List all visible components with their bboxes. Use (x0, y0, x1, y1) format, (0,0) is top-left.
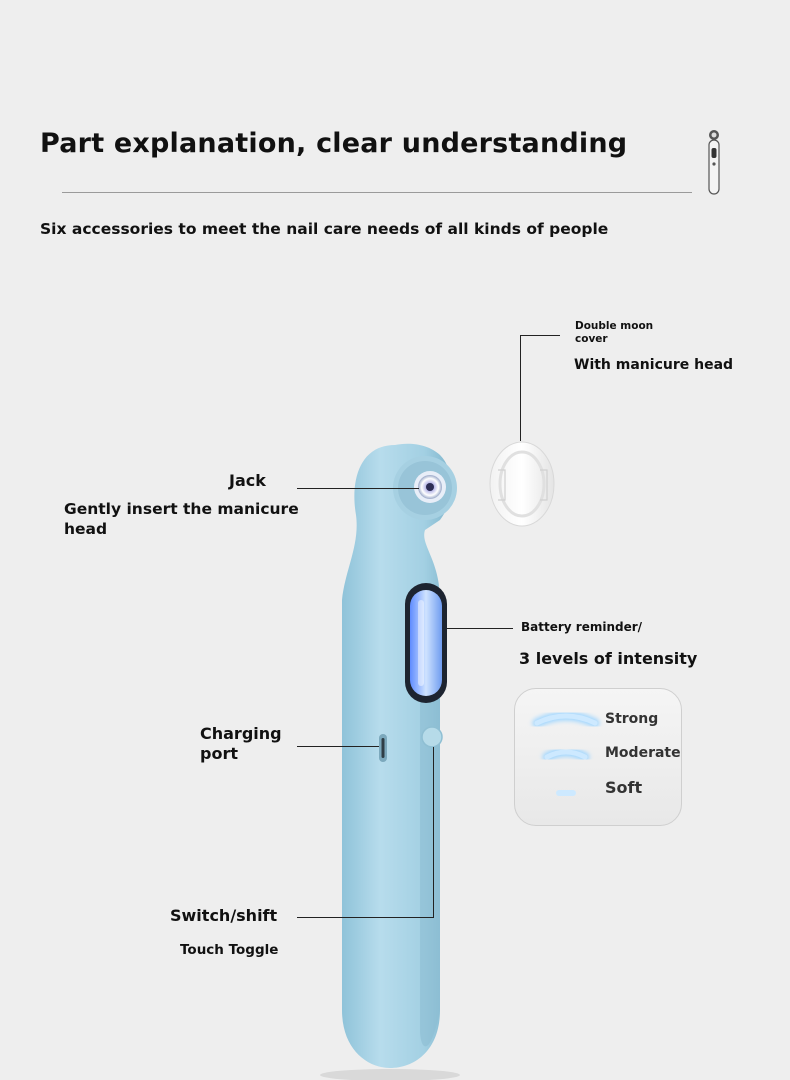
cover-desc: With manicure head (574, 357, 734, 373)
jack-title: Jack (229, 471, 266, 490)
intensity-label-moderate: Moderate (605, 745, 681, 761)
jack-desc: Gently insert the manicure head (64, 500, 299, 538)
page-subtitle: Six accessories to meet the nail care ne… (40, 220, 609, 238)
switch-leader-line-v (433, 747, 434, 918)
device-thumbnail-icon (708, 130, 720, 195)
switch-leader-line-h (297, 917, 434, 918)
switch-title: Switch/shift (170, 906, 278, 925)
double-moon-cover-illustration (489, 441, 555, 527)
battery-desc: 3 levels of intensity (519, 649, 698, 668)
battery-leader-line (447, 628, 513, 629)
switch-desc: Touch Toggle (180, 942, 279, 958)
cover-leader-line-v (520, 335, 521, 441)
cover-leader-line-h (520, 335, 560, 336)
charging-title: Charging port (200, 724, 282, 763)
intensity-legend: Strong Moderate Soft (514, 688, 682, 826)
moderate-indicator-icon (542, 747, 590, 762)
battery-title: Battery reminder/ (521, 620, 643, 634)
jack-leader-line (297, 488, 419, 489)
title-divider (62, 192, 692, 193)
strong-indicator-icon (532, 711, 600, 728)
intensity-label-soft: Soft (605, 778, 643, 797)
page-title: Part explanation, clear understanding (40, 128, 628, 159)
charging-leader-line (297, 746, 379, 747)
intensity-label-strong: Strong (605, 711, 659, 727)
cover-title: Double moon cover (575, 320, 654, 345)
